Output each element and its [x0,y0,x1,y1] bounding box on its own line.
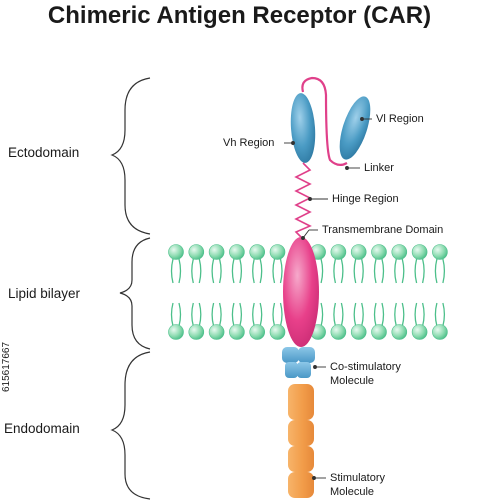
lipid-tail [373,302,377,327]
stimulatory-molecule [288,384,314,498]
lipid-head [371,324,387,340]
lipid-tail [218,302,222,327]
lipid-tail [320,302,324,327]
vl-region [339,96,371,160]
endodomain-label: Endodomain [4,421,80,436]
lipid-tail [353,302,357,327]
lipid-head [229,244,245,260]
hinge-region [294,162,312,239]
lipid-tail [401,258,405,284]
lipid-bilayer-label: Lipid bilayer [8,286,81,301]
lipid-tail [340,258,344,284]
lipid-head [168,324,184,340]
lipid-tail [239,258,243,284]
lipid-head [432,244,448,260]
costimulatory-molecule [282,347,315,378]
lipid-tail [421,302,425,327]
lipid-tail [272,302,276,327]
lipid-head [411,244,428,260]
lipid-head [350,244,367,260]
lipid-tail [239,302,243,327]
lipid-tail [231,258,235,284]
lipid-tail [414,258,418,284]
lipid-tail [394,302,397,327]
lipid-tail [333,302,337,327]
vl-region-label: Vl Region [376,113,424,125]
lipid-head [411,324,428,340]
ectodomain-brace [110,77,151,235]
endodomain-brace [110,351,151,500]
lipid-head [269,324,286,340]
lipid-tail [211,258,215,284]
lipid-tail [381,258,385,284]
lipid-head [391,244,408,260]
lipid-tail [361,302,364,327]
lipid-tail [414,302,418,327]
lipid-tail [279,302,283,327]
transmembrane-domain [283,237,319,347]
lipid-tail [434,258,438,284]
lipid-tail [259,302,263,327]
lipid-tail [373,258,377,284]
lipid-tail [191,258,194,284]
lipid-tail [442,302,446,327]
lipid-head [350,324,367,340]
lipid-head [208,244,225,260]
lipid-tail [442,258,446,284]
lipid-tail [272,258,276,284]
lipid-tail [170,258,174,284]
lipid-head [208,324,225,340]
lipid-head [371,244,387,260]
lipid-tail [394,258,397,284]
lipid-tail [252,302,255,327]
linker-label: Linker [364,162,394,174]
lipid-tail [231,302,235,327]
lipid-tail [252,258,255,284]
lipid-head [249,244,266,260]
page-title: Chimeric Antigen Receptor (CAR) [47,2,432,29]
lipid-head [188,244,205,260]
lipid-tail [198,258,202,284]
lipid-head [391,324,408,340]
costim-label-line2: Molecule [330,375,375,387]
lipid-head [229,324,245,340]
hinge-region-label: Hinge Region [332,193,399,205]
lipid-head [269,244,286,260]
lipid-tail [259,258,263,284]
lipid-tail [198,302,202,327]
ectodomain-label: Ectodomain [8,145,80,160]
lipid-head [249,324,266,340]
lipid-tail [191,302,194,327]
lipid-tail [279,258,283,284]
lipid-tail [218,258,222,284]
lipid-head [330,324,347,340]
stim-label-line1: Stimulatory [330,472,386,484]
lipid-head [330,244,347,260]
vh-region [290,93,316,163]
vh-region-label: Vh Region [223,137,275,149]
lipid-tail [381,302,385,327]
linker [301,76,348,167]
lipid-tail [320,258,324,284]
costim-label-line1: Co-stimulatory [330,361,401,373]
lipid-head [432,324,448,340]
lipid-tail [340,302,344,327]
lipid-tail [421,258,425,284]
lipid-tail [170,302,174,327]
lipid-tail [211,302,215,327]
lipid-tail [401,302,405,327]
stim-label-line2: Molecule [330,486,375,498]
lipid-head [168,244,184,260]
lipid-head [188,324,205,340]
lipid-bilayer-brace [119,237,151,350]
lipid-tail [434,302,438,327]
transmembrane-domain-label: Transmembrane Domain [322,224,444,236]
lipid-tail [178,258,182,284]
stock-id: 615617667 [1,341,12,392]
lipid-tail [333,258,337,284]
lipid-tail [353,258,357,284]
lipid-tail [361,258,364,284]
lipid-tail [178,302,182,327]
